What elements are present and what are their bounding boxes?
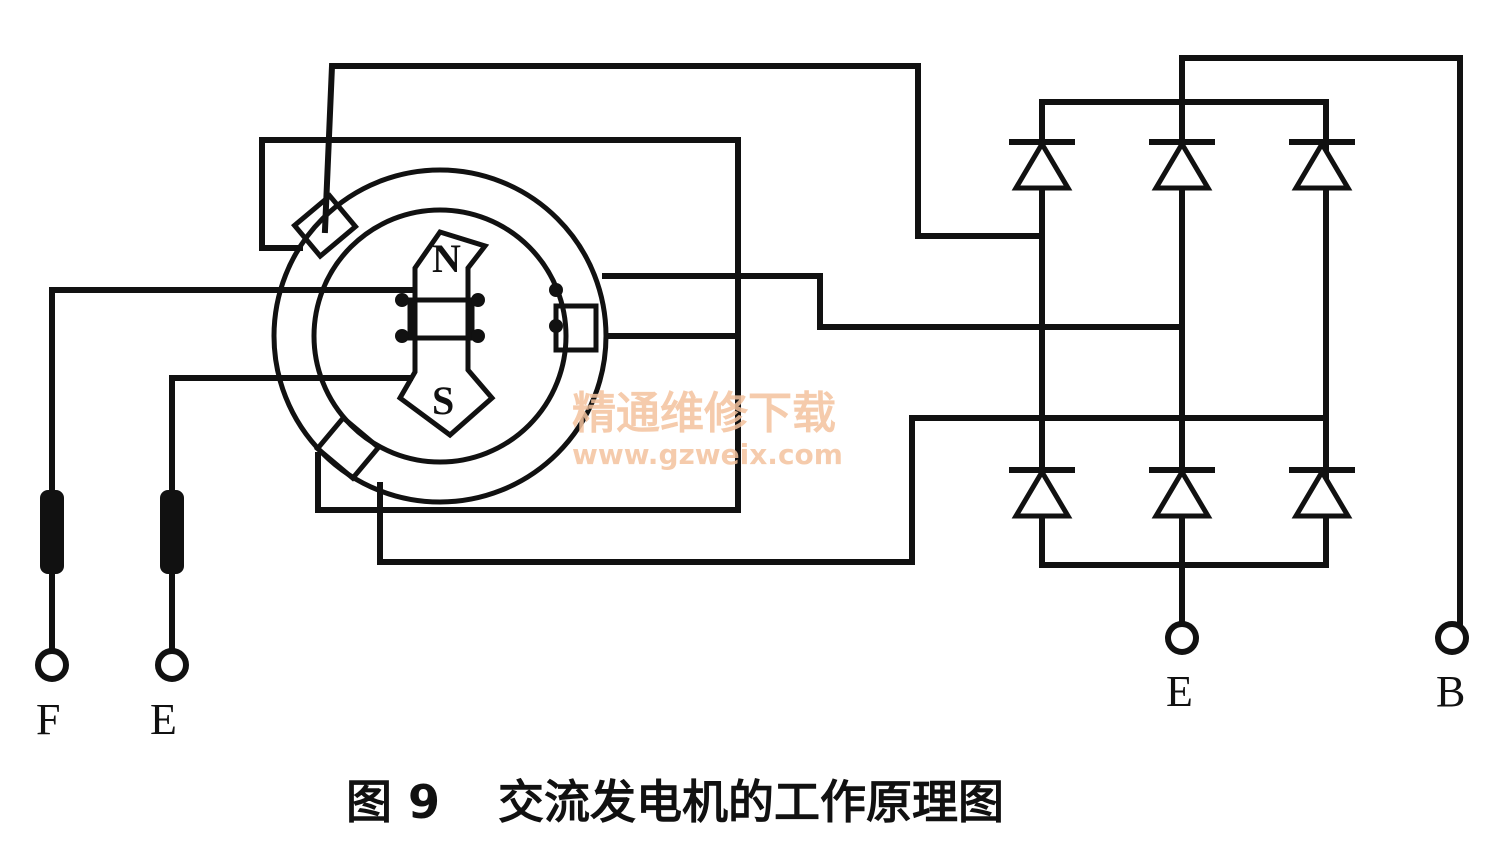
terminal-e-right-label: E	[1166, 667, 1193, 716]
figure-caption: 图 9 交流发电机的工作原理图	[346, 775, 1004, 829]
diode-icon	[1289, 467, 1355, 519]
terminal-b-icon[interactable]	[1435, 621, 1469, 655]
terminal-e-left-label: E	[150, 695, 177, 744]
diode-icon	[1149, 139, 1215, 191]
watermark-name: 精通维修下载	[572, 388, 836, 439]
diode-icon	[1009, 467, 1075, 519]
caption-title: 交流发电机的工作原理图	[498, 775, 1004, 829]
terminal-f-icon[interactable]	[35, 648, 69, 682]
watermark-url: www.gzweix.com	[572, 438, 843, 471]
diode-icon	[1149, 467, 1215, 519]
terminal-e-right-icon[interactable]	[1165, 621, 1199, 655]
stator-wiring	[259, 63, 1323, 565]
watermark: 精通维修下载 www.gzweix.com	[572, 388, 843, 471]
diode-icon	[1009, 139, 1075, 191]
diode-icon	[1289, 139, 1355, 191]
north-pole-label: N	[432, 236, 461, 281]
terminal-e-left-icon[interactable]	[155, 648, 189, 682]
rotor: N S	[395, 229, 563, 439]
left-leads: F E	[35, 287, 413, 744]
south-pole-label: S	[432, 378, 454, 423]
rectifier-bridge: E B	[1009, 55, 1469, 716]
caption-fig-label: 图 9	[346, 775, 440, 829]
terminal-b-label: B	[1436, 667, 1465, 716]
terminal-f-label: F	[36, 695, 60, 744]
